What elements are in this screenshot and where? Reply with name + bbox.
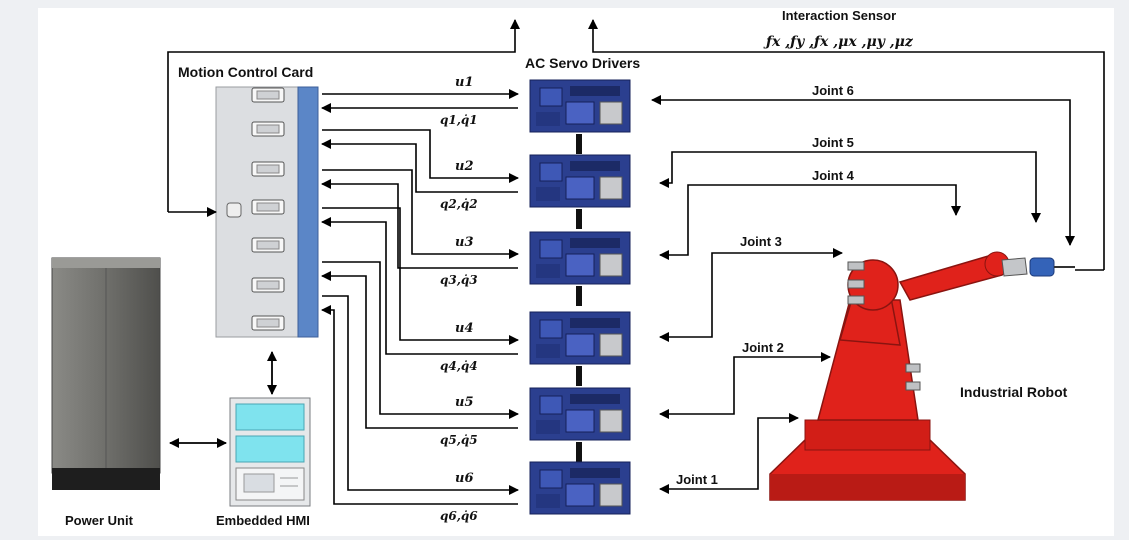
- interaction-sensor-variables: ƒx ,ƒy ,ƒx ,μx ,μy ,μz: [763, 34, 914, 50]
- joint-1-label: Joint 1: [676, 472, 718, 487]
- servo-driver-board: [529, 154, 631, 208]
- feedback-label: q4,q̇4: [440, 359, 478, 373]
- embedded-hmi-label: Embedded HMI: [216, 513, 310, 528]
- interaction-sensor-label: Interaction Sensor: [782, 8, 896, 23]
- feedback-line: [321, 139, 518, 193]
- card-port: [251, 87, 285, 103]
- joint-4-label: Joint 4: [812, 168, 855, 183]
- feedback-label: q2,q̇2: [440, 197, 478, 211]
- command-line: [322, 169, 519, 259]
- industrial-robot-label: Industrial Robot: [960, 384, 1068, 400]
- servo-driver-board: [529, 231, 631, 285]
- sensor-feedback-line-1: [167, 19, 520, 212]
- feedback-line: [321, 217, 518, 355]
- ac-servo-drivers-label: AC Servo Drivers: [525, 55, 640, 71]
- motion-control-card: [215, 86, 319, 338]
- command-label: u5: [455, 395, 474, 410]
- card-port: [251, 121, 285, 137]
- sensor-feedback-line-2: [588, 19, 1105, 270]
- feedback-label: q6,q̇6: [440, 509, 478, 523]
- command-label: u2: [455, 159, 474, 174]
- command-label: u3: [455, 235, 474, 250]
- embedded-hmi-icon: [229, 397, 311, 507]
- feedback-label: q5,q̇5: [440, 433, 478, 447]
- joint-lines: [651, 95, 1075, 494]
- motion-control-card-label: Motion Control Card: [178, 64, 313, 80]
- card-port: [251, 161, 285, 177]
- command-line: [322, 207, 519, 345]
- command-label: u6: [455, 471, 474, 486]
- servo-driver-board: [529, 79, 631, 133]
- command-label: u4: [455, 321, 474, 336]
- feedback-label: q1,q̇1: [440, 113, 478, 127]
- card-port: [251, 199, 285, 215]
- power-unit-label: Power Unit: [65, 513, 134, 528]
- card-port: [251, 237, 285, 253]
- card-connector-icon: [226, 202, 242, 218]
- feedback-line: [321, 179, 518, 269]
- joint-3-label: Joint 3: [740, 234, 782, 249]
- command-line: [322, 295, 519, 495]
- driver-link-bar: [576, 209, 582, 229]
- joint-2-label: Joint 2: [742, 340, 784, 355]
- servo-driver-board: [529, 311, 631, 365]
- driver-link-bar: [576, 366, 582, 386]
- joint-5-label: Joint 5: [812, 135, 854, 150]
- card-port: [251, 315, 285, 331]
- driver-link-bar: [576, 442, 582, 462]
- command-line: [322, 129, 519, 183]
- feedback-line: [321, 271, 518, 429]
- servo-driver-board: [529, 461, 631, 515]
- feedback-label: q3,q̇3: [440, 273, 478, 287]
- command-label: u1: [455, 75, 474, 90]
- industrial-robot-icon: [769, 251, 1075, 501]
- servo-driver-board: [529, 387, 631, 441]
- interaction-sensor-icon: [1029, 257, 1055, 277]
- power-unit-cabinet-icon: [51, 257, 161, 490]
- feedback-line: [321, 305, 518, 505]
- card-port: [251, 277, 285, 293]
- joint-6-label: Joint 6: [812, 83, 854, 98]
- command-line: [322, 261, 519, 419]
- driver-link-bar: [576, 286, 582, 306]
- driver-link-bar: [576, 134, 582, 154]
